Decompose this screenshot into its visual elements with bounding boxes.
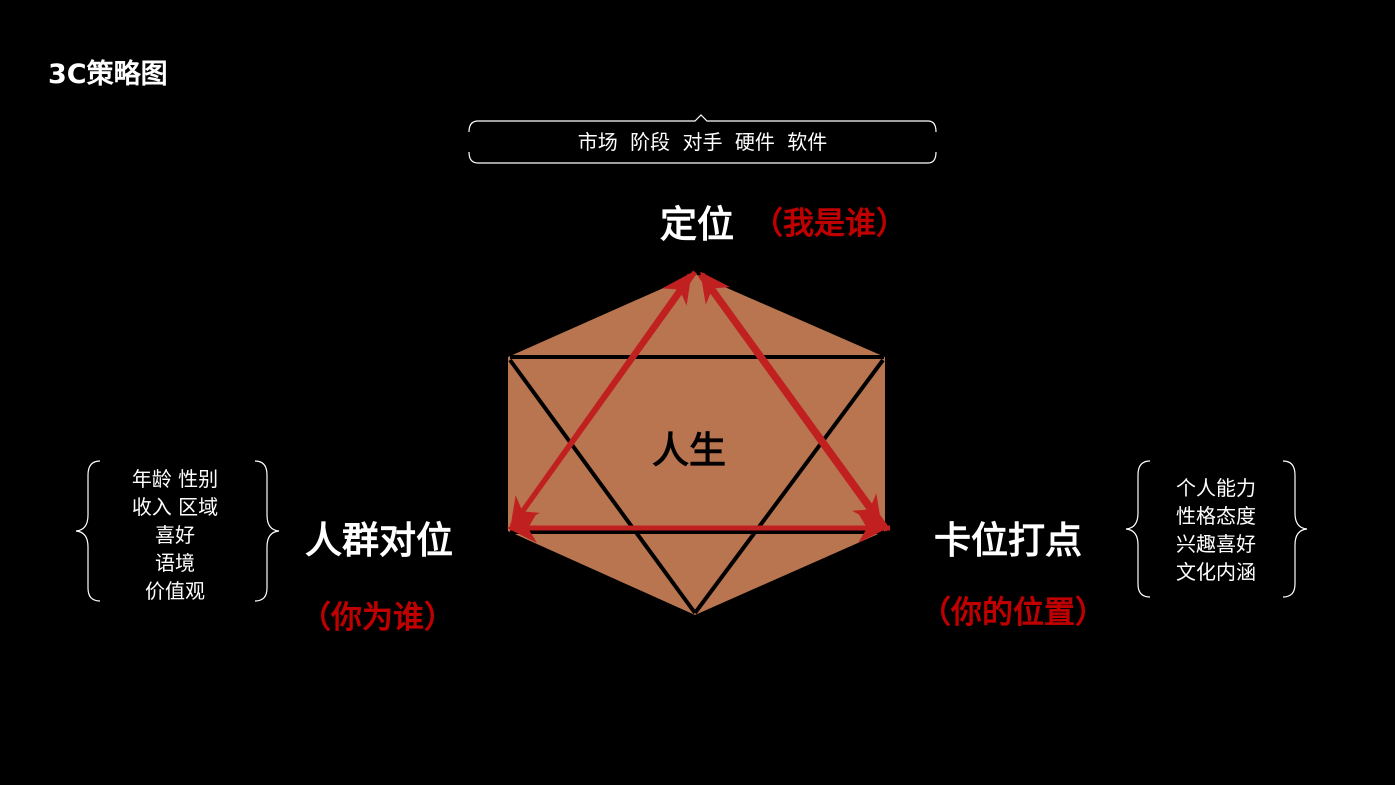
red-arrow-triangle <box>507 270 891 543</box>
list-item: 性格态度 <box>1176 504 1256 528</box>
niche-sub: （你的位置） <box>920 595 1106 631</box>
audience-sub: （你为谁） <box>300 600 455 636</box>
left-brace-open <box>75 460 101 602</box>
list-item: 文化内涵 <box>1176 560 1256 584</box>
positioning-label: 定位 <box>660 203 734 246</box>
top-brace <box>468 114 937 164</box>
list-item: 兴趣喜好 <box>1176 532 1256 556</box>
positioning-factors: 市场 阶段 对手 硬件 软件 <box>577 130 828 154</box>
list-item: 收入 区域 <box>131 495 219 519</box>
positioning-sub: （我是谁） <box>752 206 907 242</box>
right-brace-close <box>1282 460 1308 598</box>
list-item: 个人能力 <box>1176 476 1256 500</box>
list-item: 喜好 <box>155 523 195 547</box>
page-title: 3C策略图 <box>48 59 168 90</box>
list-item: 年龄 性别 <box>131 467 219 491</box>
list-item: 语境 <box>155 551 195 575</box>
left-brace-close <box>254 460 280 602</box>
niche-factors: 个人能力 性格态度 兴趣喜好 文化内涵 <box>1142 474 1290 586</box>
audience-label: 人群对位 <box>305 519 453 562</box>
list-item: 价值观 <box>145 579 205 603</box>
center-label: 人生 <box>652 429 726 472</box>
audience-factors: 年龄 性别 收入 区域 喜好 语境 价值观 <box>100 465 250 605</box>
right-brace-open <box>1125 460 1151 598</box>
niche-label: 卡位打点 <box>934 519 1082 562</box>
